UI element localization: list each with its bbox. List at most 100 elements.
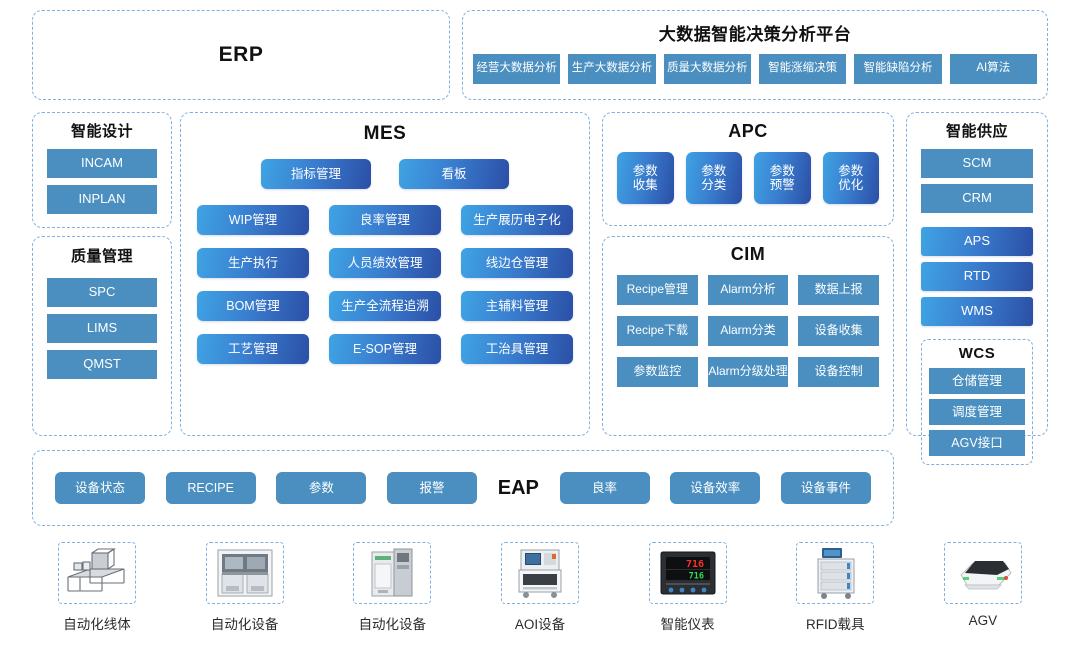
apc-title: APC bbox=[728, 121, 768, 141]
supply-chip[interactable]: WMS bbox=[921, 297, 1033, 326]
supply-chip[interactable]: RTD bbox=[921, 262, 1033, 291]
mes-chip[interactable]: WIP管理 bbox=[197, 205, 309, 235]
quality-chip[interactable]: LIMS bbox=[47, 314, 157, 343]
apc-chip-line1: 参数 bbox=[701, 163, 727, 178]
device-caption: 自动化线体 bbox=[63, 617, 131, 632]
cim-chip[interactable]: 参数监控 bbox=[617, 357, 698, 387]
mes-chip[interactable]: 主辅料管理 bbox=[461, 291, 573, 321]
wcs-chip-list: 仓储管理 调度管理 AGV接口 bbox=[929, 368, 1025, 456]
device-caption: AOI设备 bbox=[514, 617, 566, 632]
mes-chip[interactable]: E-SOP管理 bbox=[329, 334, 441, 364]
apc-chip[interactable]: 参数 分类 bbox=[685, 152, 742, 204]
device-image-frame bbox=[205, 542, 284, 604]
mes-title: MES bbox=[363, 123, 407, 144]
eap-chip[interactable]: RECIPE bbox=[165, 472, 256, 504]
bigdata-platform-title: 大数据智能决策分析平台 bbox=[658, 25, 852, 44]
supply-chip[interactable]: APS bbox=[921, 227, 1033, 256]
device-row: 自动化线体 自动化设备 bbox=[32, 542, 1048, 646]
bigdata-chip[interactable]: 生产大数据分析 bbox=[568, 54, 656, 84]
smart-design-chip[interactable]: INPLAN bbox=[47, 185, 157, 214]
mes-chip[interactable]: 工治具管理 bbox=[461, 334, 573, 364]
bigdata-chip[interactable]: 经营大数据分析 bbox=[473, 54, 561, 84]
apc-chip-line2: 收集 bbox=[632, 178, 658, 192]
smart-design-title: 智能设计 bbox=[70, 123, 133, 140]
quality-chip[interactable]: SPC bbox=[47, 278, 157, 307]
mes-chip[interactable]: 生产展历电子化 bbox=[461, 205, 573, 235]
meter-green-readout: 716 bbox=[688, 572, 703, 582]
mes-chip[interactable]: BOM管理 bbox=[197, 291, 309, 321]
mes-chip[interactable]: 线边仓管理 bbox=[461, 248, 573, 278]
wcs-chip[interactable]: AGV接口 bbox=[929, 430, 1025, 456]
bigdata-chip[interactable]: 质量大数据分析 bbox=[663, 54, 751, 84]
mes-section: MES 指标管理 看板 WIP管理 良率管理 生产展历电子化 生产执行 人员绩效… bbox=[180, 112, 590, 436]
device-caption: RFID载具 bbox=[806, 617, 865, 632]
quality-chip-list: SPC LIMS QMST bbox=[47, 278, 157, 379]
cim-chip[interactable]: Recipe下载 bbox=[617, 316, 698, 346]
apc-chip[interactable]: 参数 预警 bbox=[754, 152, 811, 204]
mes-top-chip-list: 指标管理 看板 bbox=[197, 159, 573, 189]
cim-chip[interactable]: 数据上报 bbox=[798, 275, 879, 305]
cim-chip[interactable]: Alarm分级处理 bbox=[707, 357, 789, 387]
apc-chip-line1: 参数 bbox=[838, 163, 864, 178]
bigdata-platform-section: 大数据智能决策分析平台 经营大数据分析 生产大数据分析 质量大数据分析 智能涨缩… bbox=[462, 10, 1048, 100]
cim-chip[interactable]: 设备控制 bbox=[798, 357, 879, 387]
cim-chip[interactable]: 设备收集 bbox=[798, 316, 879, 346]
bigdata-chip[interactable]: 智能涨缩决策 bbox=[758, 54, 847, 84]
device-item: 自动化线体 bbox=[32, 542, 162, 633]
device-item: 自动化设备 bbox=[327, 542, 457, 633]
wcs-title: WCS bbox=[958, 345, 996, 362]
device-item: 716 716 智能仪表 bbox=[623, 542, 753, 633]
smart-design-section: 智能设计 INCAM INPLAN bbox=[32, 112, 172, 228]
smart-design-chip-list: INCAM INPLAN bbox=[47, 149, 157, 214]
wcs-chip[interactable]: 仓储管理 bbox=[929, 368, 1025, 394]
apc-chip[interactable]: 参数 收集 bbox=[617, 152, 674, 204]
apc-chip-line2: 优化 bbox=[838, 178, 864, 192]
apc-chip[interactable]: 参数 优化 bbox=[822, 152, 879, 204]
device-caption: 智能仪表 bbox=[660, 617, 715, 632]
cim-chip[interactable]: Alarm分类 bbox=[707, 316, 789, 346]
device-image-frame bbox=[58, 542, 136, 604]
mes-top-chip[interactable]: 看板 bbox=[399, 159, 509, 189]
eap-chip[interactable]: 报警 bbox=[387, 472, 478, 504]
cim-title: CIM bbox=[730, 244, 766, 264]
mes-top-chip[interactable]: 指标管理 bbox=[261, 159, 371, 189]
mes-chip[interactable]: 生产全流程追溯 bbox=[329, 291, 441, 321]
device-item: RFID载具 bbox=[770, 542, 900, 633]
mes-chip[interactable]: 生产执行 bbox=[197, 248, 309, 278]
apc-chip-line1: 参数 bbox=[769, 163, 795, 178]
erp-section: ERP bbox=[32, 10, 450, 100]
supply-top-chip-list: SCM CRM bbox=[921, 149, 1033, 213]
mes-chip[interactable]: 人员绩效管理 bbox=[329, 248, 441, 278]
device-image-frame bbox=[796, 542, 875, 604]
smart-supply-section: 智能供应 SCM CRM APS RTD WMS WCS 仓储管理 调度管理 A… bbox=[906, 112, 1048, 465]
mes-chip[interactable]: 工艺管理 bbox=[197, 334, 309, 364]
bigdata-chip[interactable]: AI算法 bbox=[949, 54, 1037, 84]
cim-chip[interactable]: Recipe管理 bbox=[617, 275, 698, 305]
eap-chip[interactable]: 参数 bbox=[276, 472, 367, 504]
cim-chip-grid: Recipe管理 Alarm分析 数据上报 Recipe下载 Alarm分类 设… bbox=[617, 275, 879, 387]
eap-chip[interactable]: 设备状态 bbox=[55, 472, 145, 504]
agv-robot-icon bbox=[960, 561, 1012, 590]
eap-chip[interactable]: 设备事件 bbox=[780, 472, 871, 504]
wcs-section: WCS 仓储管理 调度管理 AGV接口 bbox=[921, 339, 1033, 465]
device-caption: AGV bbox=[968, 613, 998, 628]
rfid-carrier-icon bbox=[817, 548, 855, 599]
automation-equipment-icon bbox=[217, 549, 273, 597]
quality-management-section: 质量管理 SPC LIMS QMST bbox=[32, 236, 172, 436]
smart-design-chip[interactable]: INCAM bbox=[47, 149, 157, 178]
cim-chip[interactable]: Alarm分析 bbox=[707, 275, 789, 305]
supply-chip[interactable]: CRM bbox=[921, 184, 1033, 213]
wcs-chip[interactable]: 调度管理 bbox=[929, 399, 1025, 425]
erp-title: ERP bbox=[218, 43, 264, 66]
bigdata-chip[interactable]: 智能缺陷分析 bbox=[854, 54, 942, 84]
eap-chip[interactable]: 设备效率 bbox=[670, 472, 761, 504]
apc-chip-list: 参数 收集 参数 分类 参数 预警 参数 优化 bbox=[617, 152, 879, 204]
automation-line-icon bbox=[67, 547, 125, 592]
mes-chip[interactable]: 良率管理 bbox=[329, 205, 441, 235]
supply-chip[interactable]: SCM bbox=[921, 149, 1033, 178]
meter-red-readout: 716 bbox=[686, 559, 704, 570]
device-image-frame bbox=[500, 542, 579, 604]
eap-chip[interactable]: 良率 bbox=[559, 472, 650, 504]
quality-chip[interactable]: QMST bbox=[47, 350, 157, 379]
